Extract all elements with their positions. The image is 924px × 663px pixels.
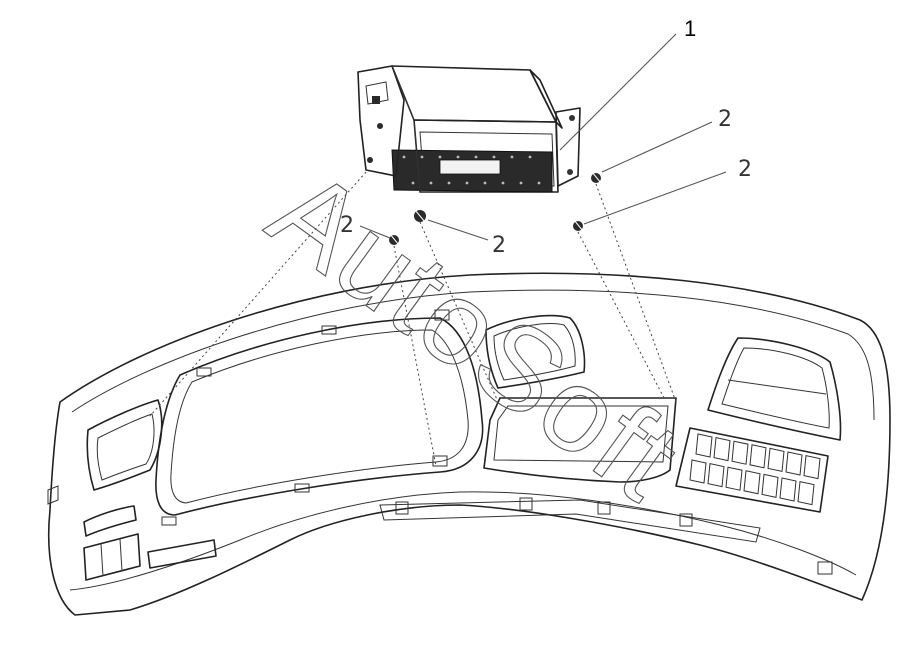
faceplate-button <box>528 155 532 159</box>
faceplate-button <box>483 181 487 185</box>
faceplate-button <box>429 181 433 185</box>
lower-trim-slots <box>379 497 833 575</box>
switch-key <box>695 433 713 458</box>
faceplate-button <box>501 181 505 185</box>
switch-key <box>713 436 731 462</box>
callout-part-2-b: 2 <box>738 157 752 182</box>
switch-key <box>803 454 821 480</box>
switch-key <box>785 451 803 476</box>
left-switch-block <box>83 505 217 581</box>
watermark-text: AutoSoft <box>247 144 704 526</box>
callout-part-2-c: 2 <box>492 233 506 258</box>
faceplate-button <box>438 155 442 159</box>
switch-key <box>749 444 767 469</box>
switch-key <box>761 473 779 499</box>
faceplate-button <box>465 181 469 185</box>
callout-part-2-d: 2 <box>340 213 354 238</box>
dashboard-inner-rim <box>71 289 875 421</box>
callout-part-1: 1 <box>684 16 696 41</box>
screw-upper-right <box>591 171 602 184</box>
center-vent <box>485 314 586 389</box>
faceplate-button <box>456 155 460 159</box>
faceplate-button <box>411 181 415 185</box>
instrument-cluster-opening <box>155 317 484 516</box>
switch-key <box>731 440 749 465</box>
dashboard-outer-contour <box>47 272 891 616</box>
faceplate-button <box>402 155 406 159</box>
screw-left <box>389 233 400 246</box>
radio-display <box>439 159 501 175</box>
radio-unit <box>357 65 581 193</box>
faceplate-button <box>510 155 514 159</box>
leader-lines <box>359 33 727 241</box>
switch-key <box>725 466 743 491</box>
alignment-lines <box>149 171 677 467</box>
switch-key <box>743 470 761 495</box>
faceplate-button <box>474 155 478 159</box>
switch-key <box>689 459 707 484</box>
right-vent <box>707 337 842 441</box>
right-switch-bank <box>675 427 829 513</box>
left-vent <box>86 399 163 491</box>
screw-lower-right <box>573 219 584 232</box>
callout-part-2-a: 2 <box>718 107 732 132</box>
switch-key <box>707 462 725 488</box>
faceplate-button <box>492 155 496 159</box>
radio-opening <box>483 397 677 483</box>
faceplate-button <box>519 181 523 185</box>
switch-key <box>797 480 815 506</box>
dashboard-panel <box>47 272 891 616</box>
switch-key <box>767 447 785 473</box>
dashboard-lower-lip <box>69 491 857 591</box>
faceplate-button <box>447 181 451 185</box>
faceplate-button <box>420 155 424 159</box>
switch-key <box>779 477 797 502</box>
screw-center <box>414 209 426 223</box>
right-mounting-bracket <box>555 107 581 187</box>
faceplate-button <box>537 181 541 185</box>
